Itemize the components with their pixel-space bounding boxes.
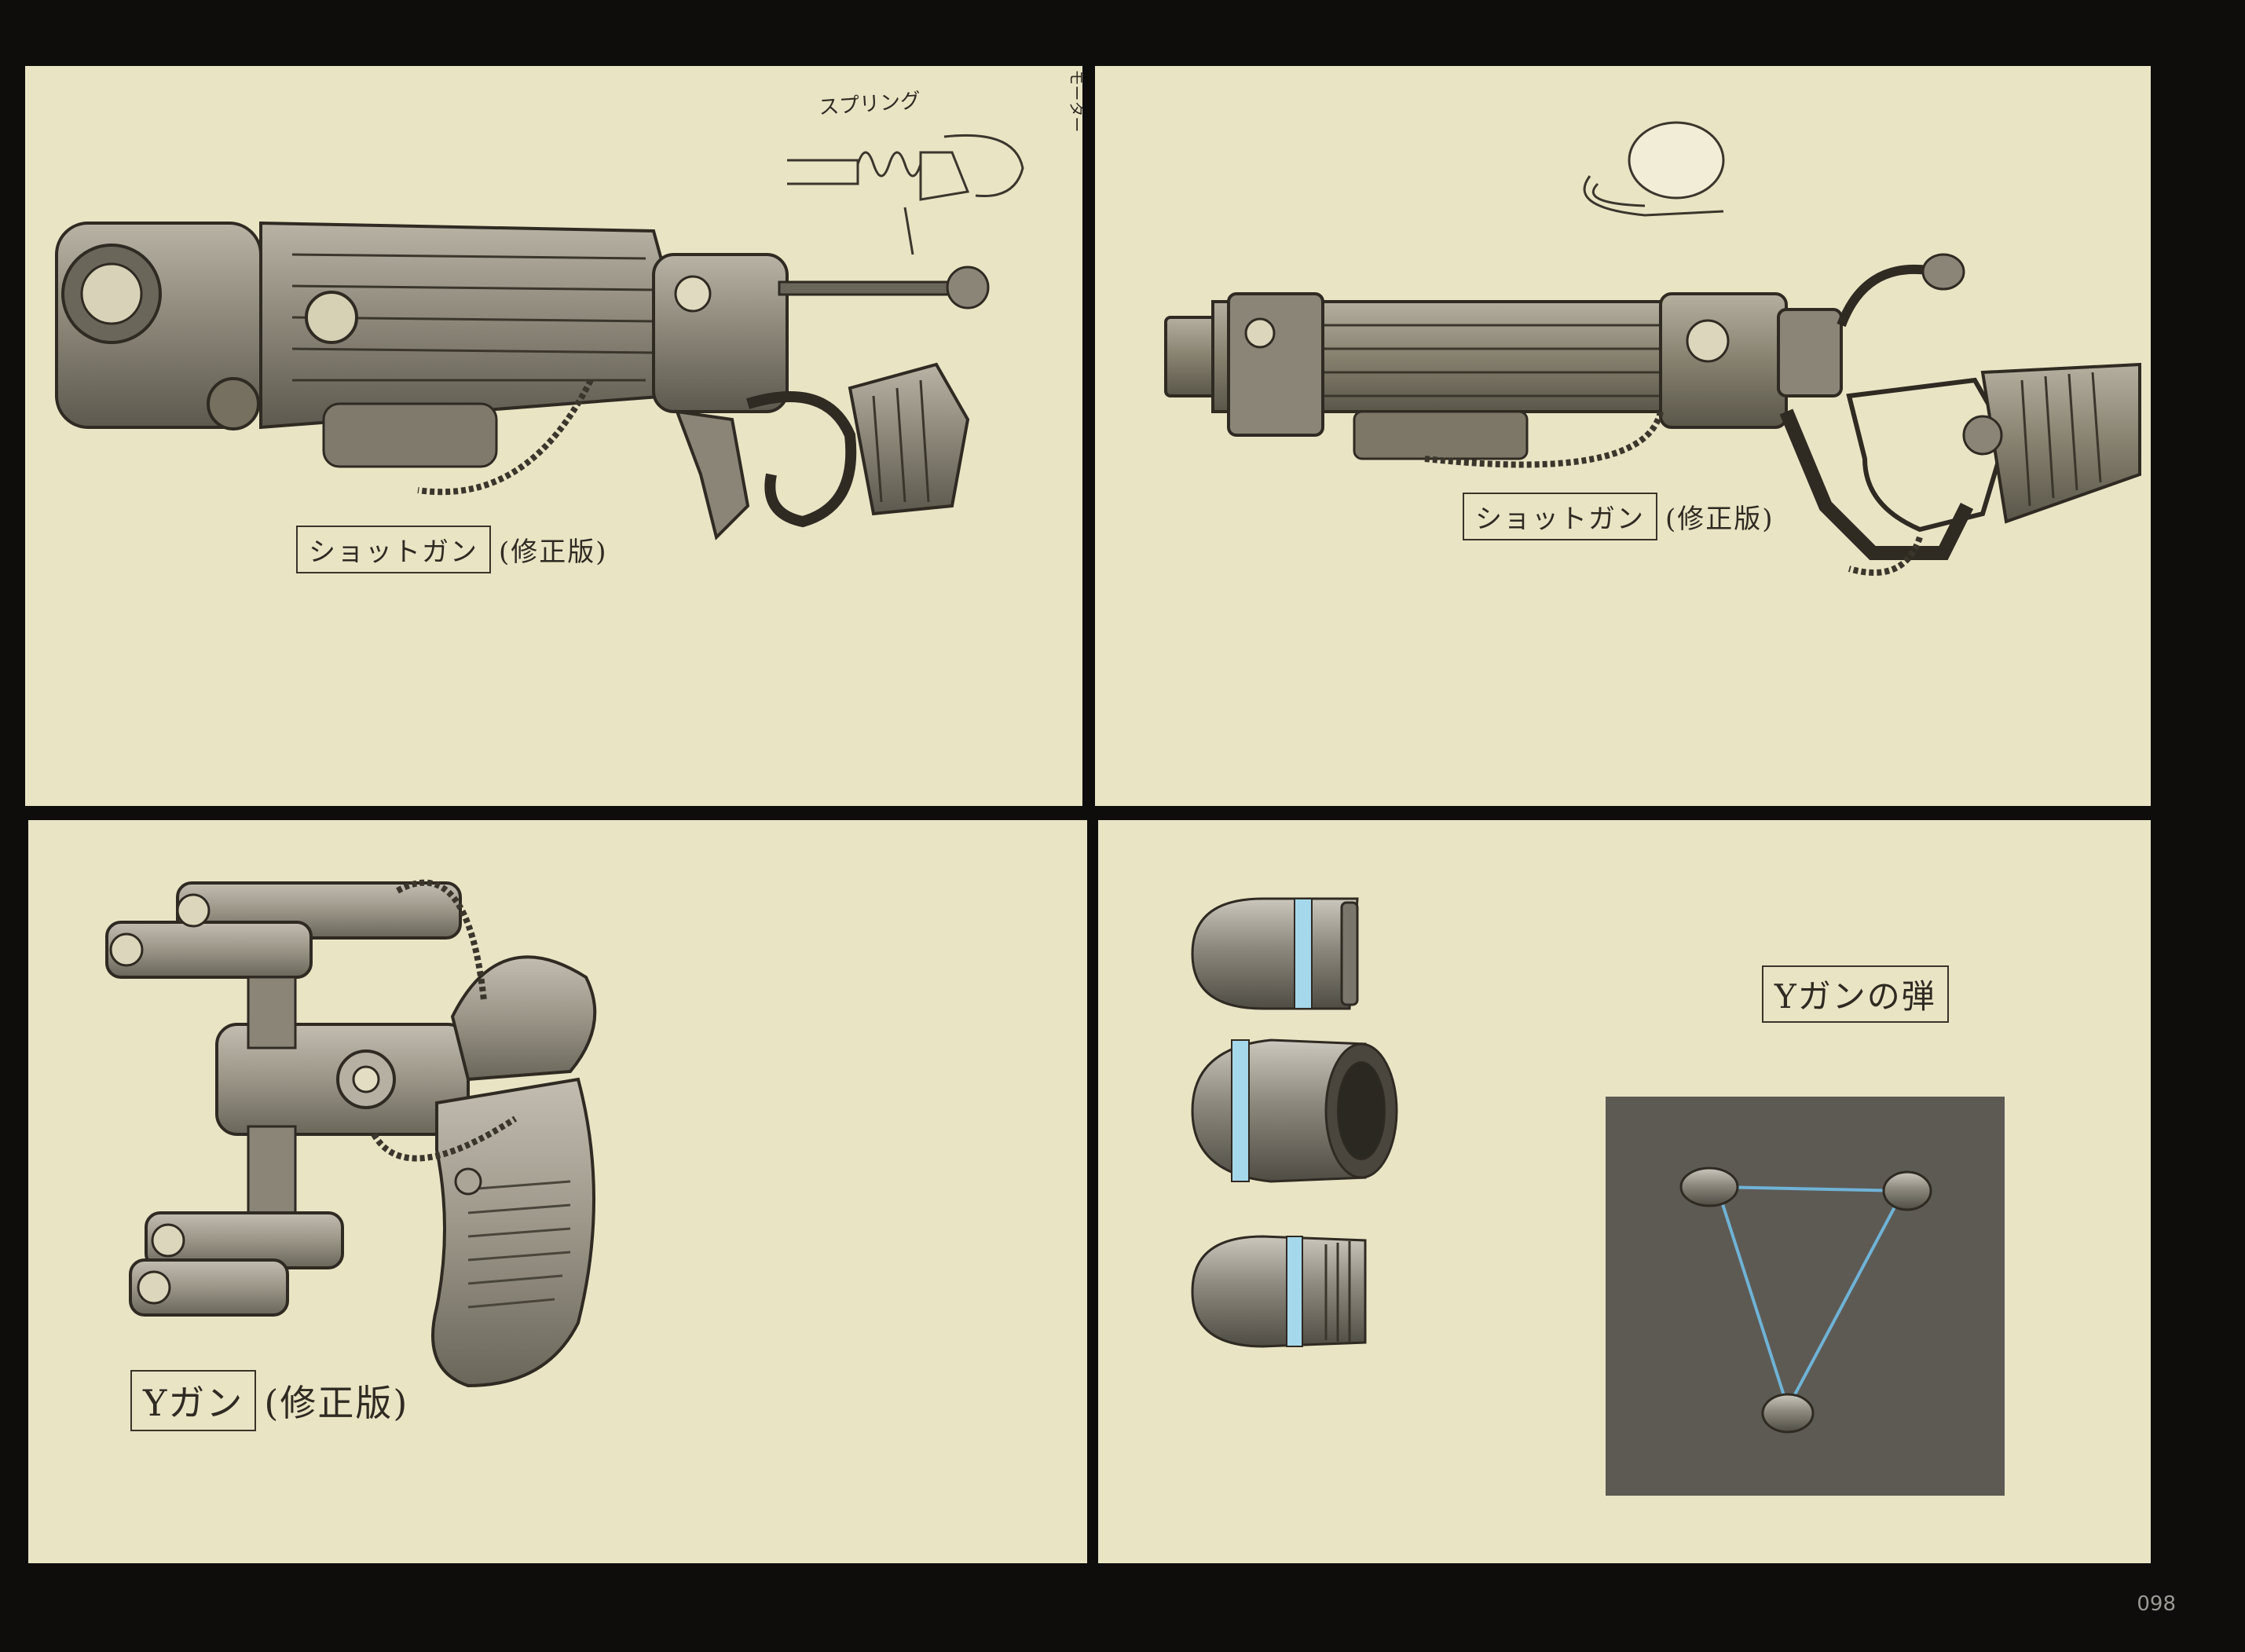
bullet-closed-view xyxy=(1191,1235,1367,1348)
bullet-node-left xyxy=(1679,1167,1739,1207)
caption-y-gun-bullets: Yガンの弾 xyxy=(1762,965,1949,1023)
panel-shotgun-b: ショットガン (修正版) xyxy=(1095,66,2151,806)
caption-shotgun-a-suffix: (修正版) xyxy=(499,537,608,568)
caption-shotgun-b: ショットガン (修正版) xyxy=(1463,493,1774,540)
bullet-side-view xyxy=(1191,897,1359,1010)
caption-shotgun-b-title: ショットガン xyxy=(1463,493,1657,540)
caption-y-gun-title: Yガン xyxy=(130,1370,257,1431)
bullet-node-right xyxy=(1882,1170,1932,1211)
caption-y-gun-suffix: (修正版) xyxy=(264,1382,409,1424)
motor-note-text: モーター xyxy=(1067,69,1083,133)
caption-shotgun-a-title: ショットガン xyxy=(296,526,491,573)
deployment-pad xyxy=(1606,1097,2005,1496)
bullet-node-bottom xyxy=(1761,1393,1815,1434)
panel-y-gun: Yガン(修正版) xyxy=(28,820,1087,1563)
y-gun-drawing xyxy=(105,879,597,1388)
shotgun-drawing-a xyxy=(55,134,1024,540)
shotgun-drawing-b xyxy=(1164,121,2141,576)
caption-y-gun: Yガン(修正版) xyxy=(130,1370,408,1431)
bullet-open-view xyxy=(1191,1038,1398,1183)
panel-y-gun-bullets: Yガンの弾 xyxy=(1098,820,2151,1563)
caption-shotgun-a: ショットガン (修正版) xyxy=(296,526,608,573)
triangle-net xyxy=(1716,1185,1905,1408)
caption-y-gun-bullets-title: Yガンの弾 xyxy=(1762,965,1949,1023)
caption-shotgun-b-suffix: (修正版) xyxy=(1665,504,1774,535)
bullets-drawing xyxy=(1191,897,2005,1496)
panel-shotgun-a: スプリング モーター ショットガン(修正版) xyxy=(25,66,1082,806)
motor-note: モーター xyxy=(1067,70,1083,133)
page-number: 098 xyxy=(2137,1592,2176,1616)
